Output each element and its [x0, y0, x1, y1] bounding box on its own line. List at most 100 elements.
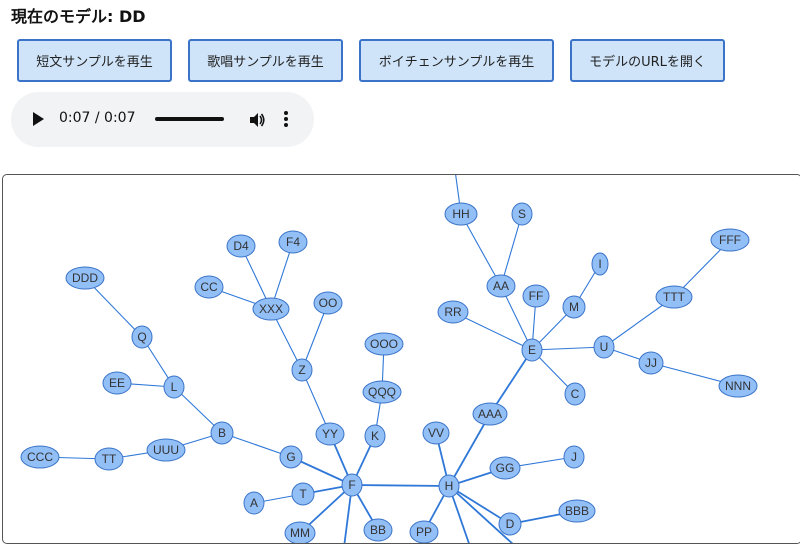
- graph-node-oo[interactable]: OO: [313, 291, 343, 315]
- graph-node-label: TT: [102, 452, 117, 466]
- graph-node-label: H: [445, 479, 454, 493]
- graph-edge-H-OFF3: [448, 485, 514, 543]
- graph-node-label: BB: [370, 523, 386, 537]
- graph-node-label: S: [518, 207, 526, 221]
- graph-node-uuu[interactable]: UUU: [146, 438, 186, 462]
- graph-node-jj[interactable]: JJ: [638, 351, 664, 375]
- graph-node-hh[interactable]: HH: [444, 202, 478, 226]
- graph-node-label: D: [506, 517, 515, 531]
- graph-edge-RR-E: [452, 311, 533, 351]
- graph-node-label: AA: [493, 279, 509, 293]
- graph-node-label: M: [569, 300, 579, 314]
- graph-node-i[interactable]: I: [591, 252, 609, 276]
- graph-node-label: DDD: [72, 271, 98, 285]
- play-short-sample-button[interactable]: 短文サンプルを再生: [17, 39, 172, 82]
- graph-node-c[interactable]: C: [564, 382, 586, 406]
- graph-node-aa[interactable]: AA: [486, 274, 516, 298]
- graph-node-d4[interactable]: D4: [226, 234, 256, 258]
- graph-node-label: CC: [200, 280, 218, 294]
- play-singing-sample-button[interactable]: 歌唱サンプルを再生: [188, 39, 343, 82]
- graph-node-xxx[interactable]: XXX: [252, 297, 290, 321]
- graph-node-label: Z: [298, 363, 305, 377]
- graph-edge-HH-AA: [460, 213, 502, 287]
- graph-node-g[interactable]: G: [279, 445, 303, 469]
- graph-node-label: FF: [529, 289, 544, 303]
- graph-node-label: GG: [496, 461, 515, 475]
- graph-node-label: I: [598, 257, 601, 271]
- audio-player: 0:07 / 0:07: [11, 92, 314, 147]
- page-title: 現在のモデル: DD: [11, 7, 146, 26]
- seek-slider[interactable]: [155, 117, 224, 121]
- graph-node-ooo[interactable]: OOO: [364, 332, 404, 356]
- graph-edge-H-D: [448, 485, 511, 525]
- graph-node-label: B: [218, 426, 226, 440]
- graph-edge-G-B: [221, 432, 292, 458]
- graph-node-t[interactable]: T: [291, 482, 315, 506]
- graph-node-label: HH: [452, 207, 469, 221]
- graph-node-d[interactable]: D: [498, 512, 522, 536]
- graph-node-label: E: [528, 343, 536, 357]
- graph-node-label: G: [286, 450, 295, 464]
- graph-node-j[interactable]: J: [563, 445, 585, 469]
- graph-node-k[interactable]: K: [364, 424, 386, 448]
- graph-node-label: C: [571, 387, 580, 401]
- graph-node-yy[interactable]: YY: [315, 422, 345, 446]
- graph-node-ff[interactable]: FF: [522, 284, 550, 308]
- graph-edge-S-AA: [500, 213, 523, 287]
- graph-node-a[interactable]: A: [243, 491, 265, 515]
- graph-node-f[interactable]: F: [341, 473, 363, 497]
- open-model-url-button[interactable]: モデルのURLを開く: [570, 39, 725, 82]
- graph-node-pp[interactable]: PP: [409, 520, 439, 543]
- graph-node-l[interactable]: L: [163, 375, 185, 399]
- volume-icon[interactable]: [248, 111, 266, 129]
- graph-node-m[interactable]: M: [562, 295, 586, 319]
- play-voice-change-sample-button[interactable]: ボイチェンサンプルを再生: [359, 39, 554, 82]
- graph-node-bbb[interactable]: BBB: [558, 499, 596, 523]
- graph-node-label: F4: [286, 235, 300, 249]
- graph-node-gg[interactable]: GG: [489, 456, 521, 480]
- graph-node-label: CCC: [27, 450, 53, 464]
- graph-node-e[interactable]: E: [521, 338, 543, 362]
- graph-edge-E-U: [531, 346, 605, 351]
- graph-node-label: TTT: [663, 290, 686, 304]
- graph-node-aaa[interactable]: AAA: [472, 402, 508, 426]
- graph-node-z[interactable]: Z: [291, 358, 313, 382]
- graph-node-f4[interactable]: F4: [278, 230, 308, 254]
- graph-node-rr[interactable]: RR: [437, 300, 469, 324]
- graph-node-label: JJ: [645, 356, 657, 370]
- graph-node-q[interactable]: Q: [131, 325, 153, 349]
- graph-edge-Z-OO: [301, 302, 329, 371]
- graph-edge-F-OFF1: [343, 484, 353, 543]
- graph-node-mm[interactable]: MM: [284, 521, 316, 544]
- graph-node-label: J: [571, 450, 577, 464]
- graph-node-b[interactable]: B: [210, 421, 234, 445]
- graph-node-u[interactable]: U: [593, 335, 615, 359]
- graph-edge-AAA-H: [448, 413, 491, 487]
- graph-node-label: K: [371, 429, 379, 443]
- graph-node-label: D4: [233, 239, 249, 253]
- graph-node-ddd[interactable]: DDD: [65, 266, 105, 290]
- time-display: 0:07 / 0:07: [59, 110, 136, 126]
- graph-node-label: YY: [322, 427, 338, 441]
- graph-node-bb[interactable]: BB: [363, 518, 393, 542]
- graph-node-nnn[interactable]: NNN: [718, 374, 758, 398]
- graph-node-h[interactable]: H: [438, 474, 460, 498]
- graph-node-fff[interactable]: FFF: [710, 228, 750, 252]
- graph-node-label: U: [600, 340, 609, 354]
- graph-node-ttt[interactable]: TTT: [655, 285, 693, 309]
- graph-node-label: MM: [290, 526, 310, 540]
- graph-node-tt[interactable]: TT: [94, 447, 124, 471]
- play-icon[interactable]: [33, 112, 44, 126]
- graph-node-ccc[interactable]: CCC: [20, 445, 60, 469]
- graph-node-label: OOO: [370, 337, 398, 351]
- graph-node-cc[interactable]: CC: [194, 275, 224, 299]
- graph-node-label: QQQ: [368, 385, 396, 399]
- graph-node-ee[interactable]: EE: [102, 371, 132, 395]
- graph-node-label: VV: [428, 426, 444, 440]
- graph-node-vv[interactable]: VV: [422, 421, 450, 445]
- graph-node-qqq[interactable]: QQQ: [362, 380, 402, 404]
- more-options-icon[interactable]: [283, 110, 289, 128]
- graph-node-s[interactable]: S: [511, 202, 533, 226]
